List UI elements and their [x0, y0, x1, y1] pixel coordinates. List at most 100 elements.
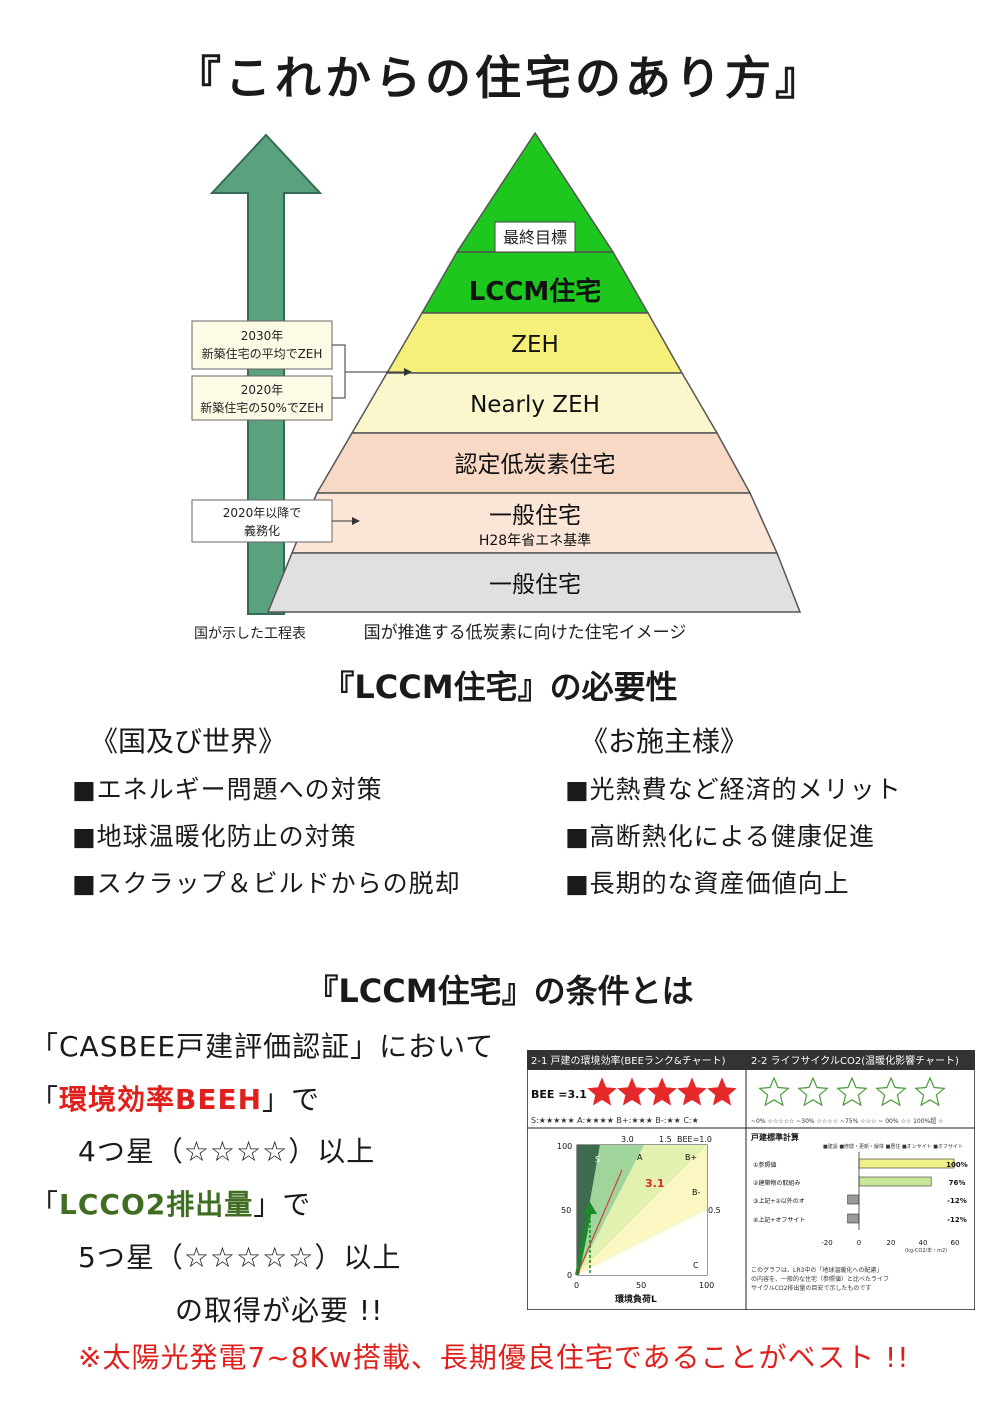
best-practice-note: ※太陽光発電7~8Kw搭載、長期優良住宅であることがベスト !! [78, 1341, 910, 1374]
bee-zone-c [577, 1210, 707, 1275]
lcco2-star-icon [914, 1076, 946, 1107]
lcco2-scale: ~0% ☆☆☆☆☆ ~30% ☆☆☆☆ ~75% ☆☆☆ ~ 00% ☆☆ 10… [751, 1117, 944, 1125]
lcco2-highlight: LCCO2排出量 [59, 1188, 254, 1221]
roadmap-text-2020-mandatory: 義務化 [244, 523, 280, 538]
chart-region-bplus: B+ [685, 1153, 697, 1162]
roadmap-box-2020-50 [191, 375, 333, 421]
level-label-nearly-zeh: Nearly ZEH [470, 392, 600, 418]
client-column-title: 《お施主様》 [580, 725, 749, 758]
roadmap-year-2020-50: 2020年 [241, 383, 284, 397]
page-title: 『これからの住宅のあり方』 [175, 51, 825, 105]
bar-axis-tick: 20 [887, 1239, 896, 1247]
bar-label: ①参照値 [753, 1161, 776, 1169]
final-goal-box [494, 221, 576, 253]
bars-unit: (kg-CO2/年・m2) [905, 1247, 947, 1254]
bars-labels: ①参照値 ②建築物の取組み ③上記+②以外のオ ④上記+オフサイト [753, 1161, 805, 1224]
roadmap-text-2030: 新築住宅の平均でZEH [202, 346, 323, 361]
bars-legend: ■建設 ■修繕・更新・解体 ■居住 ■オンサイト ■オフサイト [823, 1143, 963, 1150]
left-header-bar [527, 1050, 746, 1070]
chart-x-tick-50: 50 [636, 1281, 646, 1290]
right-header: 2-2 ライフサイクルCO2(温暖化影響チャート) [751, 1054, 959, 1067]
roadmap-connectors [332, 344, 410, 522]
bee-star-icon [587, 1077, 617, 1106]
bar-value: 76% [949, 1179, 966, 1187]
chart-region-s: S [595, 1155, 600, 1164]
bar-label: ④上記+オフサイト [753, 1216, 805, 1224]
client-item-2: ■高断熱化による健康促進 [565, 822, 875, 851]
bee-star-icon [647, 1077, 677, 1106]
connector-arrowhead-h28 [352, 517, 360, 525]
conditions-heading: 『LCCM住宅』の条件とは [306, 972, 694, 1010]
level-label-general-h28: 一般住宅 [489, 503, 581, 529]
world-item-1: ■エネルギー問題への対策 [72, 775, 383, 804]
bee-star-icon [707, 1077, 737, 1106]
chart-top-label-2: 1.5 [659, 1135, 672, 1144]
bar-value: -12% [947, 1216, 967, 1224]
condition-bee: 「環境効率BEEH」で [30, 1078, 320, 1118]
condition-lcco2: 「LCCO2排出量」で [30, 1183, 311, 1223]
pyramid-level-general [266, 552, 802, 613]
lcco2-bar [847, 1194, 860, 1205]
lcco2-bar [858, 1158, 955, 1169]
lcco2-bar [847, 1213, 860, 1224]
roadmap-text-2020-50: 新築住宅の50%でZEH [200, 400, 324, 415]
arrow-caption: 国が示した工程表 [194, 626, 306, 642]
bar-label: ③上記+②以外のオ [753, 1197, 805, 1205]
chart-region-a: A [637, 1153, 643, 1162]
right-header-bar [746, 1050, 975, 1070]
chart-right-label: 0.5 [708, 1206, 721, 1215]
lcco2-stars [758, 1076, 946, 1107]
chart-y-tick-100: 100 [557, 1142, 572, 1151]
roadmap-box-2020-mandatory [191, 499, 333, 543]
bee-highlight: 環境効率BEEH [59, 1083, 263, 1116]
pyramid-caption: 国が推進する低炭素に向けた住宅イメージ [364, 623, 687, 643]
bee-star-icon [617, 1077, 647, 1106]
lcco2-star-icon [797, 1076, 829, 1107]
chart-xlabel: 環境負荷L [615, 1293, 657, 1305]
bar-axis-tick: 40 [919, 1239, 928, 1247]
lcco2-star-icon [758, 1076, 790, 1107]
level-sublabel-h28: H28年省エネ基準 [479, 532, 591, 549]
level-label-general: 一般住宅 [489, 572, 581, 598]
bar-value: 100% [946, 1161, 968, 1169]
panel-note: このグラフは、LR3中の「地球温暖化への配慮」 の内容を、一般的な住宅（参照値）… [751, 1266, 891, 1292]
level-label-final-goal: 最終目標 [503, 228, 567, 247]
left-header: 2-1 戸建の環境効率(BEEランク&チャート) [531, 1054, 726, 1067]
world-item-2: ■地球温暖化防止の対策 [72, 822, 357, 851]
lccm-pyramid-diagram: 最終目標 LCCM住宅 ZEH Nearly ZEH 認定低炭素住宅 一般住宅 … [190, 122, 802, 652]
casbee-result-panel: 2-1 戸建の環境効率(BEEランク&チャート) 2-2 ライフサイクルCO2(… [527, 1050, 975, 1310]
level-label-zeh: ZEH [511, 332, 559, 358]
roadmap-year-2020-mandatory: 2020年以降で [223, 506, 302, 520]
lcco2-bar [858, 1176, 932, 1187]
condition-casbee: 「CASBEE戸建評価認証」において [30, 1030, 495, 1063]
bee-zone-bminus [577, 1145, 707, 1275]
lcco2-bars: 100% 76% -12% -12% [847, 1152, 968, 1230]
bar-label: ②建築物の取組み [753, 1179, 800, 1187]
condition-bee-stars: 4つ星（☆☆☆☆）以上 [78, 1135, 376, 1168]
condition-required: の取得が必要 !! [175, 1294, 384, 1327]
world-item-3: ■スクラップ＆ビルドからの脱却 [72, 869, 461, 898]
bee-chart [575, 1144, 708, 1276]
client-item-1: ■光熱費など経済的メリット [565, 775, 902, 804]
lcco2-star-icon [875, 1076, 907, 1107]
bee-rank-line: S:★★★★★ A:★★★★ B+:★★★ B-:★★ C:★ [531, 1116, 699, 1125]
chart-top-label-1: 3.0 [621, 1135, 634, 1144]
roadmap-box-2030 [191, 320, 333, 370]
bar-axis-tick: 60 [951, 1239, 960, 1247]
bee-value-label: BEE =3.1 [531, 1088, 587, 1101]
bar-axis-tick: -20 [821, 1239, 832, 1247]
client-item-3: ■長期的な資産価値向上 [565, 869, 850, 898]
chart-x-tick-100: 100 [699, 1281, 714, 1290]
bar-value: -12% [947, 1197, 967, 1205]
chart-x-tick-0: 0 [574, 1281, 579, 1290]
bee-star-icon [677, 1077, 707, 1106]
level-label-low-carbon: 認定低炭素住宅 [455, 452, 616, 478]
chart-region-bminus: B- [692, 1188, 700, 1197]
bee-stars [587, 1077, 737, 1106]
lcco2-star-icon [836, 1076, 868, 1107]
necessity-heading: 『LCCM住宅』の必要性 [322, 668, 678, 706]
bracket-close: 」で [253, 1188, 312, 1221]
bars-title: 戸建標準計算 [751, 1132, 799, 1142]
condition-lcco2-stars: 5つ星（☆☆☆☆☆）以上 [78, 1241, 402, 1274]
